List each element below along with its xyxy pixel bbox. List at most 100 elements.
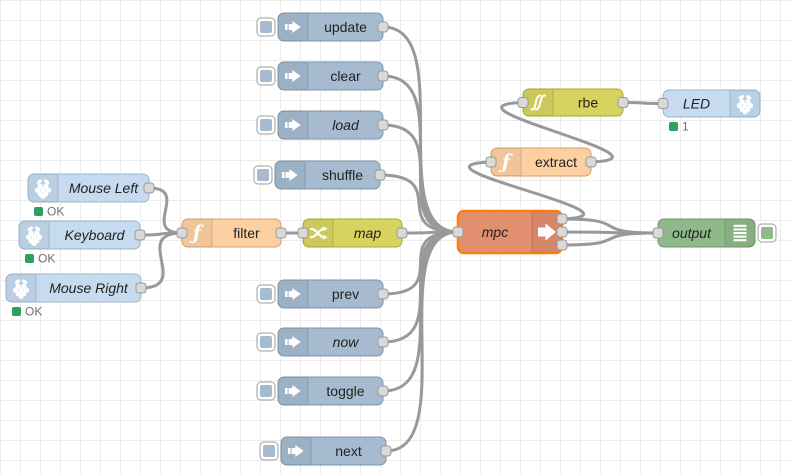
inject-arrow-icon [285,21,301,33]
output-port[interactable] [556,239,568,251]
input-port[interactable] [176,227,188,239]
arrow-right-icon [538,223,556,241]
node-output[interactable]: output [652,218,777,248]
node-label: map [354,225,381,241]
status-text: OK [25,305,42,319]
status-text: OK [47,205,64,219]
node-toggle-button-inner [761,227,773,239]
output-port[interactable] [377,385,389,397]
wire-next-to-mpc[interactable] [384,230,460,453]
output-port[interactable] [377,119,389,131]
raspberry-icon [25,226,43,246]
rbe-icon [530,94,546,111]
node-label: Mouse Right [49,280,129,296]
wire-mouse-right-to-filter[interactable] [139,231,184,290]
node-label: Mouse Left [69,180,139,196]
input-port[interactable] [657,98,669,109]
node-label: output [672,225,712,241]
output-port[interactable] [377,288,389,300]
node-label: extract [535,154,577,170]
wire-shuffle-to-mpc[interactable] [378,173,460,234]
node-label: mpc [482,224,508,240]
inject-button-inner [260,70,272,82]
node-clear[interactable]: clear [256,61,389,91]
node-prev[interactable]: prev [256,279,389,309]
input-port[interactable] [652,227,664,239]
status-dot [12,307,21,316]
output-port[interactable] [556,213,568,225]
node-mpc[interactable]: mpc [452,209,568,255]
raspberry-icon [12,279,30,299]
node-toggle[interactable]: toggle [256,376,389,406]
node-label: rbe [578,95,598,111]
wire-rbe-to-led[interactable] [621,101,665,105]
inject-arrow-icon [285,70,301,82]
wire-mpc-to-extract[interactable] [468,160,585,221]
inject-arrow-icon [288,445,304,457]
node-next[interactable]: next [259,436,392,466]
input-port[interactable] [485,156,497,168]
output-port[interactable] [374,169,386,181]
output-port[interactable] [556,226,568,238]
status-dot [669,122,678,131]
input-port[interactable] [452,226,464,238]
inject-button-inner [263,445,275,457]
input-port[interactable] [297,227,309,239]
status-text: 1 [682,120,689,134]
node-label: shuffle [322,167,363,183]
node-extract[interactable]: ƒ extract [485,147,597,177]
wire-mpc-to-output[interactable] [560,231,660,247]
status-text: OK [38,252,55,266]
node-now[interactable]: now [256,327,389,357]
wire-load-to-mpc[interactable] [381,123,460,234]
status-dot [34,207,43,216]
node-map[interactable]: map [297,218,408,248]
inject-button-inner [257,169,269,181]
inject-arrow-icon [282,169,298,181]
wires-layer [138,25,665,453]
output-port[interactable] [396,227,408,239]
inject-button-inner [260,336,272,348]
status-dot [25,254,34,263]
node-shuffle[interactable]: shuffle [253,160,386,190]
output-port[interactable] [143,182,155,194]
output-port[interactable] [275,227,287,239]
node-label: next [335,443,362,459]
wire-mouse-left-to-filter[interactable] [147,186,184,235]
inject-arrow-icon [285,336,301,348]
list-icon [733,224,747,242]
output-port[interactable] [377,70,389,82]
wire-extract-to-rbe[interactable] [500,101,614,164]
node-update[interactable]: update [256,12,389,42]
inject-arrow-icon [285,385,301,397]
inject-button-inner [260,288,272,300]
node-load[interactable]: load [256,110,389,140]
inject-arrow-icon [285,119,301,131]
function-icon: ƒ [189,222,204,244]
node-label: toggle [326,383,364,399]
svg-text:ƒ: ƒ [498,151,513,173]
output-port[interactable] [585,156,597,168]
output-port[interactable] [377,21,389,33]
node-led[interactable]: LED 1 [657,89,761,134]
raspberry-icon [34,179,52,199]
node-rbe[interactable]: rbe [517,88,629,117]
output-port[interactable] [377,336,389,348]
node-label: now [333,334,360,350]
inject-button-inner [260,21,272,33]
output-port[interactable] [134,229,146,241]
node-label: LED [683,96,710,112]
output-port[interactable] [380,445,392,457]
raspberry-icon [736,94,754,115]
output-port[interactable] [617,97,629,108]
function-icon: ƒ [498,151,513,173]
input-port[interactable] [517,97,529,108]
output-port[interactable] [135,282,147,294]
